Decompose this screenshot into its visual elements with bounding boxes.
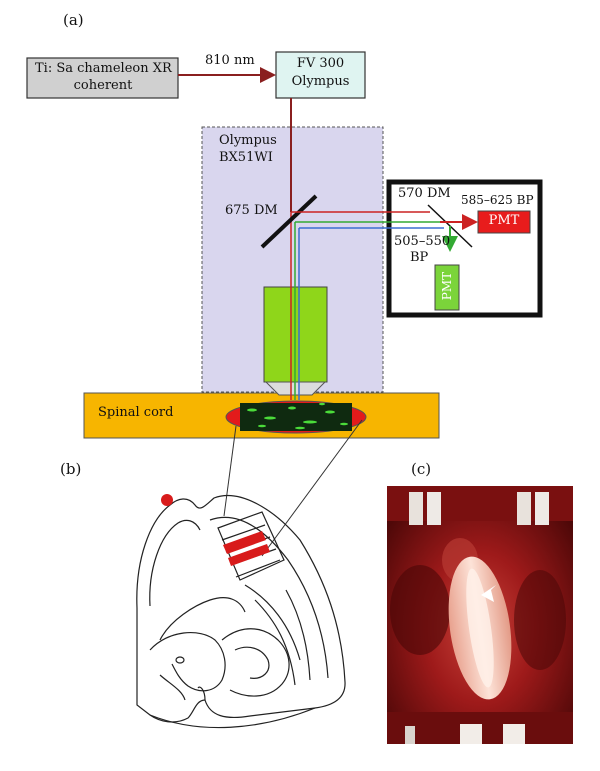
scanner-label-line1: FV 300: [296, 56, 345, 71]
main-dichroic-mirror: [260, 194, 318, 249]
microscope-label-line2: BX51WI: [219, 150, 273, 165]
spinal-cord-label: Spinal cord: [98, 405, 174, 420]
red-filter-label: 585–625 BP: [461, 193, 534, 207]
laser-box: [26, 57, 179, 99]
scanner-label-line2: Olympus: [291, 74, 350, 89]
green-pmt-label: PMT: [440, 271, 454, 301]
wavelength-label: 810 nm: [205, 53, 255, 68]
fluorescent-dots: [247, 402, 348, 430]
green-filter-label-line2: BP: [410, 250, 429, 265]
red-pmt-box: [477, 210, 531, 234]
green-pmt-box: [434, 264, 460, 311]
laser-label-line2: coherent: [73, 78, 133, 93]
lesion-stripe-1: [223, 531, 266, 554]
laser-label-line1: Ti: Sa chameleon XR: [35, 61, 172, 76]
main-dichroic-label: 675 DM: [225, 203, 278, 218]
surgical-photo: [387, 486, 573, 744]
red-pmt-label: PMT: [488, 213, 520, 228]
scanner-box: [275, 51, 366, 99]
panel-c-label: (c): [411, 460, 432, 478]
spinal-cord-cross-section: [136, 494, 346, 729]
lesion-stripe-2: [228, 544, 270, 566]
lesion-marker-dot: [161, 494, 173, 506]
panel-a-label: (a): [63, 11, 84, 29]
detector-box: [386, 179, 543, 318]
secondary-dichroic-label: 570 DM: [398, 186, 451, 201]
zoom-line-left: [223, 425, 237, 517]
panel-b-label: (b): [60, 460, 82, 478]
green-filter-label-line1: 505–550: [394, 234, 451, 249]
microscope-label-line1: Olympus: [219, 133, 277, 148]
imaging-field: [240, 403, 352, 431]
zoom-line-right: [261, 419, 363, 557]
white-arrowhead-icon: [481, 585, 496, 602]
